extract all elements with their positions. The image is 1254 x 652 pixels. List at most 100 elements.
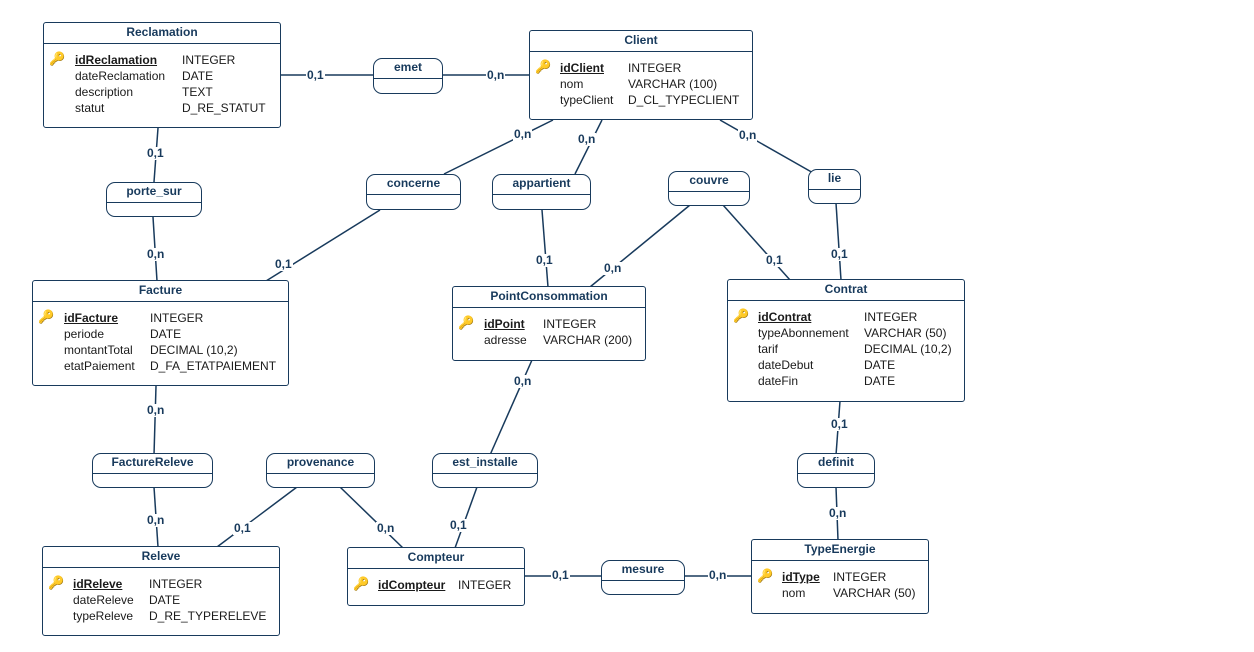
assoc-label: concerne [367,175,460,195]
assoc-concerne[interactable]: concerne [366,174,461,210]
attr-type: INTEGER [864,310,918,324]
attr-name: montantTotal [64,343,133,357]
cardinality-label: 0,n [603,261,623,275]
attr-name: adresse [484,333,527,347]
attr-name: description [75,85,134,99]
entity-title: PointConsommation [453,287,645,308]
cardinality-label: 0,1 [765,253,784,267]
key-icon: 🔑 [48,575,65,590]
assoc-label: FactureReleve [93,454,212,474]
assoc-label: couvre [669,172,749,192]
key-icon: 🔑 [757,568,774,583]
assoc-emet[interactable]: emet [373,58,443,94]
attr-name: idPoint [484,317,525,331]
cardinality-label: 0,1 [830,247,849,261]
entity-client[interactable]: Client 🔑 idClient INTEGER nom VARCHAR (1… [529,30,753,120]
attr-name: etatPaiement [64,359,135,373]
attr-type: DATE [182,69,214,83]
key-icon: 🔑 [458,315,475,330]
entity-contrat[interactable]: Contrat 🔑 idContrat INTEGER typeAbonneme… [727,279,965,402]
attr-type: VARCHAR (50) [833,586,916,600]
attr-name: idContrat [758,310,812,324]
assoc-est_installe[interactable]: est_installe [432,453,538,488]
cardinality-label: 0,1 [551,568,570,582]
assoc-facturereleve[interactable]: FactureReleve [92,453,213,488]
attr-type: DECIMAL (10,2) [150,343,238,357]
attr-type: VARCHAR (50) [864,326,947,340]
entity-title: TypeEnergie [752,540,928,561]
assoc-label: porte_sur [107,183,201,203]
attr-type: D_FA_ETATPAIEMENT [150,359,277,373]
entity-facture[interactable]: Facture 🔑 idFacture INTEGER periode DATE… [32,280,289,386]
link-lie-client [719,119,816,175]
assoc-couvre[interactable]: couvre [668,171,750,206]
cardinality-label: 0,n [828,506,848,520]
attr-type: D_RE_TYPERELEVE [149,609,267,623]
attr-name: periode [64,327,105,341]
entity-typeenergie[interactable]: TypeEnergie 🔑 idType INTEGER nom VARCHAR… [751,539,929,614]
attr-name: statut [75,101,105,115]
attr-type: INTEGER [150,311,204,325]
attr-name: tarif [758,342,779,356]
entity-title: Facture [33,281,288,302]
attr-type: VARCHAR (100) [628,77,718,91]
attr-type: DATE [864,374,896,388]
assoc-label: definit [798,454,874,474]
attr-name: idFacture [64,311,119,325]
cardinality-label: 0,n [146,513,166,527]
entity-title: Reclamation [44,23,280,44]
key-icon: 🔑 [38,309,55,324]
entity-pointconsommation[interactable]: PointConsommation 🔑 idPoint INTEGER adre… [452,286,646,361]
attr-name: idCompteur [378,578,446,592]
assoc-label: lie [809,170,860,190]
assoc-definit[interactable]: definit [797,453,875,488]
entity-compteur[interactable]: Compteur 🔑 idCompteur INTEGER [347,547,525,606]
attr-type: DATE [149,593,181,607]
entity-title: Releve [43,547,279,568]
assoc-mesure[interactable]: mesure [601,560,685,595]
cardinality-label: 0,1 [233,521,252,535]
link-facturereleve-facture [153,385,157,456]
assoc-label: provenance [267,454,374,474]
attr-name: idReclamation [75,53,158,67]
entity-reclamation[interactable]: Reclamation 🔑 idReclamation INTEGER date… [43,22,281,128]
attr-type: INTEGER [833,570,887,584]
assoc-label: est_installe [433,454,537,474]
cardinality-label: 0,1 [830,417,849,431]
entity-releve[interactable]: Releve 🔑 idReleve INTEGER dateReleve DAT… [42,546,280,636]
assoc-porte_sur[interactable]: porte_sur [106,182,202,217]
cardinality-label: 0,1 [146,146,165,160]
attr-name: nom [782,586,806,600]
entity-title: Client [530,31,752,52]
attr-type: DATE [864,358,896,372]
attr-type: D_RE_STATUT [182,101,266,115]
assoc-provenance[interactable]: provenance [266,453,375,488]
attr-name: dateReclamation [75,69,166,83]
key-icon: 🔑 [535,59,552,74]
attr-type: INTEGER [149,577,203,591]
attr-name: dateReleve [73,593,134,607]
cardinality-label: 0,n [376,521,396,535]
attr-type: INTEGER [458,578,512,592]
link-couvre-contrat [722,204,791,281]
link-provenance-releve [216,486,298,548]
attr-name: nom [560,77,584,91]
cardinality-label: 0,n [486,68,506,82]
link-provenance-compteur [339,486,404,549]
attr-name: dateFin [758,374,799,388]
assoc-label: emet [374,59,442,79]
key-icon: 🔑 [49,51,66,66]
attr-type: INTEGER [628,61,682,75]
attr-name: idClient [560,61,604,75]
cardinality-label: 0,n [577,132,597,146]
cardinality-label: 0,n [146,247,166,261]
cardinality-label: 0,1 [274,257,293,271]
cardinality-label: 0,1 [449,518,468,532]
cardinality-label: 0,n [146,403,166,417]
assoc-lie[interactable]: lie [808,169,861,204]
key-icon: 🔑 [733,308,750,323]
assoc-appartient[interactable]: appartient [492,174,591,210]
assoc-label: appartient [493,175,590,195]
cardinality-label: 0,n [513,127,533,141]
